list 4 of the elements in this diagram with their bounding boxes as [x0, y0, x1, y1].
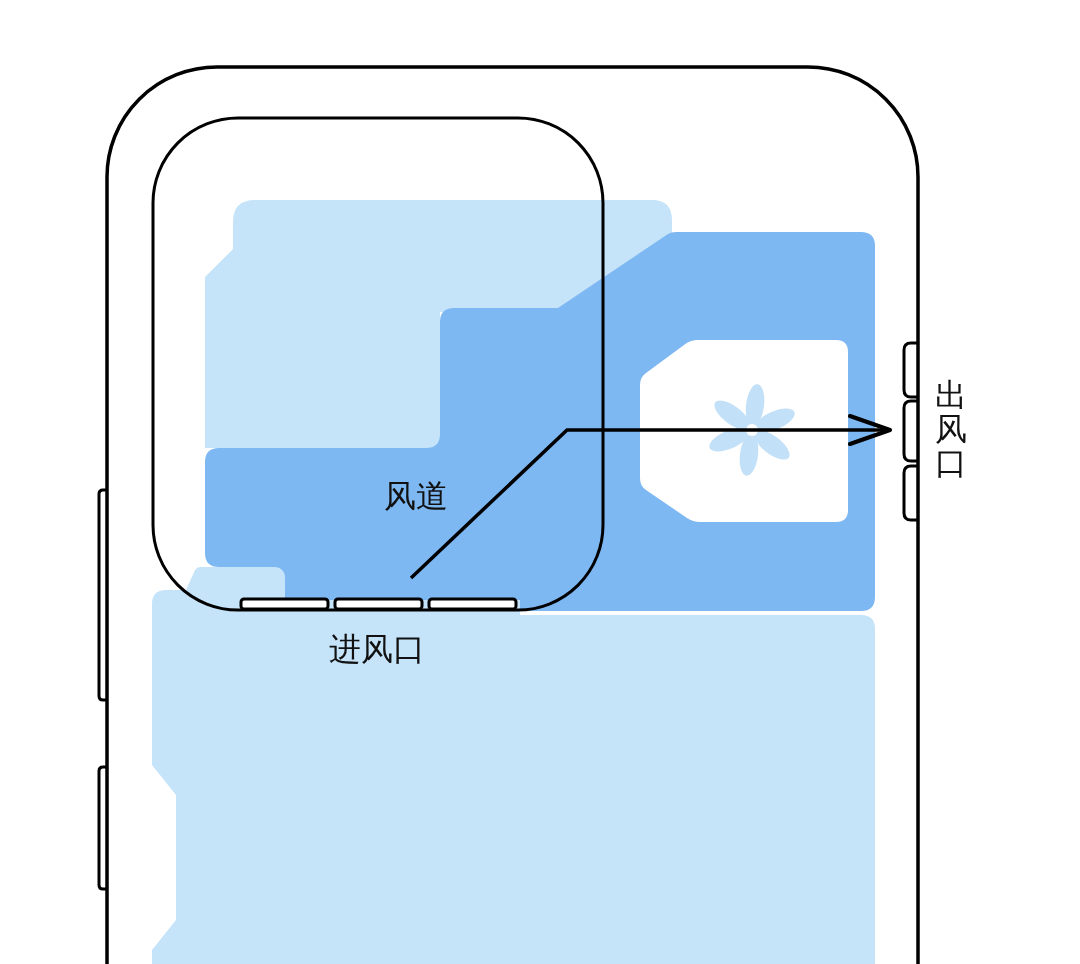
inlet-label: 进风口: [329, 633, 425, 665]
outlet-label: 出风口: [934, 378, 968, 480]
duct-label: 风道: [384, 480, 448, 512]
arrow: [409, 414, 892, 580]
